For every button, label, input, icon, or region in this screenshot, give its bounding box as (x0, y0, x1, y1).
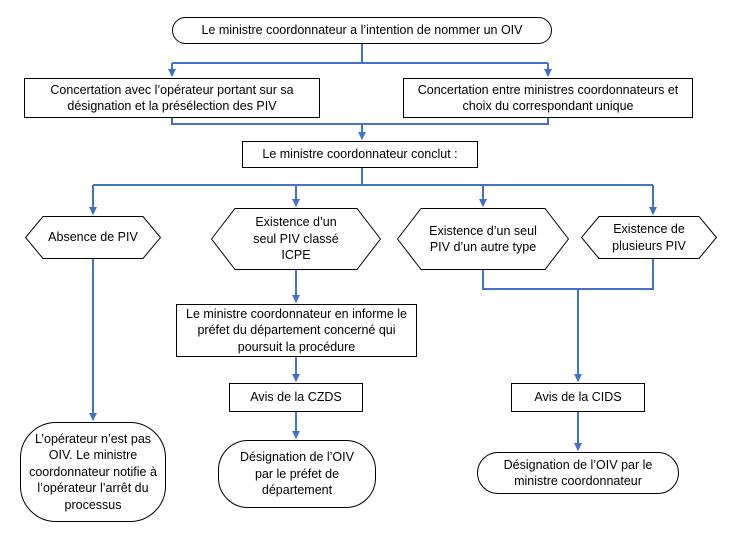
node-operateur-pas-oiv-label: L’opérateur n’est pas OIV. Le ministre c… (29, 431, 157, 512)
connector-merge (171, 118, 549, 125)
node-absence-piv: Absence de PIV (25, 216, 161, 259)
node-operateur-pas-oiv: L’opérateur n’est pas OIV. Le ministre c… (20, 422, 166, 522)
node-designation-ministre-label: Désignation de l’OIV par le ministre coo… (503, 457, 653, 489)
node-plusieurs-piv: Existence de plusieurs PIV (581, 216, 717, 259)
node-concertation-operateur: Concertation avec l’opérateur portant su… (24, 78, 320, 118)
connector-autre-plusieurs (482, 259, 654, 290)
node-informe-prefet: Le ministre coordonnateur en informe le … (176, 304, 417, 357)
node-avis-czds: Avis de la CZDS (229, 383, 363, 412)
node-avis-cids: Avis de la CIDS (511, 383, 645, 412)
node-intent-label: Le ministre coordonnateur a l’intention … (201, 23, 523, 38)
hexagon-shape (25, 216, 161, 259)
node-concertation-ministres: Concertation entre ministres coordonnate… (403, 78, 693, 118)
hexagon-shape (581, 216, 717, 259)
node-conclut: Le ministre coordonnateur conclut : (242, 141, 478, 168)
node-absence-piv-label: Absence de PIV (48, 230, 138, 245)
connector-intent-split (172, 43, 548, 64)
node-concertation-ministres-label: Concertation entre ministres coordonnate… (417, 82, 679, 114)
connector-cases-split (93, 168, 653, 186)
node-seul-piv-autre: Existence d’un seul PIV d’un autre type (397, 208, 569, 270)
node-designation-prefet-label: Désignation de l’OIV par le préfet de dé… (240, 450, 354, 498)
node-informe-prefet-label: Le ministre coordonnateur en informe le … (186, 306, 407, 354)
node-avis-czds-label: Avis de la CZDS (250, 390, 342, 405)
node-seul-piv-icpe: Existence d’un seul PIV classé ICPE (211, 208, 381, 270)
node-plusieurs-piv-label: Existence de plusieurs PIV (612, 222, 686, 253)
node-conclut-label: Le ministre coordonnateur conclut : (262, 147, 458, 162)
hexagon-shape (397, 208, 569, 270)
node-intent: Le ministre coordonnateur a l’intention … (172, 17, 552, 44)
node-avis-cids-label: Avis de la CIDS (534, 390, 622, 405)
node-seul-piv-autre-label: Existence d’un seul PIV d’un autre type (429, 223, 537, 255)
node-concertation-operateur-label: Concertation avec l’opérateur portant su… (50, 82, 294, 114)
node-seul-piv-icpe-label: Existence d’un seul PIV classé ICPE (253, 215, 339, 263)
node-designation-ministre: Désignation de l’OIV par le ministre coo… (477, 452, 679, 494)
node-designation-prefet: Désignation de l’OIV par le préfet de dé… (218, 440, 376, 508)
hexagon-shape (211, 208, 381, 270)
